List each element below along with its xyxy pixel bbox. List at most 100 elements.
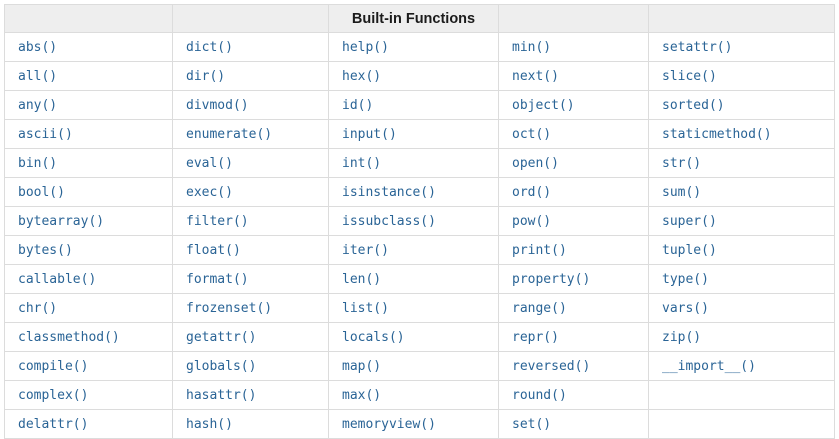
function-link[interactable]: globals() xyxy=(186,359,257,374)
table-cell: len() xyxy=(328,264,499,294)
function-link[interactable]: repr() xyxy=(512,330,559,345)
function-link[interactable]: abs() xyxy=(18,40,58,55)
function-link[interactable]: hash() xyxy=(186,417,233,432)
table-row: bytes() float() iter() print() tuple() xyxy=(4,235,835,265)
function-link[interactable]: hex() xyxy=(342,69,382,84)
table-cell: iter() xyxy=(328,235,499,265)
function-link[interactable]: format() xyxy=(186,272,249,287)
function-link[interactable]: len() xyxy=(342,272,382,287)
table-cell: input() xyxy=(328,119,499,149)
function-link[interactable]: chr() xyxy=(18,301,58,316)
function-link[interactable]: input() xyxy=(342,127,397,142)
table-cell: chr() xyxy=(4,293,173,323)
function-link[interactable]: super() xyxy=(662,214,717,229)
function-link[interactable]: isinstance() xyxy=(342,185,436,200)
function-link[interactable]: map() xyxy=(342,359,382,374)
function-link[interactable]: complex() xyxy=(18,388,89,403)
table-cell: bytearray() xyxy=(4,206,173,236)
table-row: any() divmod() id() object() sorted() xyxy=(4,90,835,120)
function-link[interactable]: eval() xyxy=(186,156,233,171)
function-link[interactable]: hasattr() xyxy=(186,388,257,403)
table-cell: enumerate() xyxy=(172,119,329,149)
header-cell-empty xyxy=(648,4,835,33)
function-link[interactable]: int() xyxy=(342,156,382,171)
function-link[interactable]: tuple() xyxy=(662,243,717,258)
function-link[interactable]: bin() xyxy=(18,156,58,171)
table-cell: abs() xyxy=(4,32,173,62)
function-link[interactable]: setattr() xyxy=(662,40,733,55)
function-link[interactable]: ascii() xyxy=(18,127,73,142)
table-row: all() dir() hex() next() slice() xyxy=(4,61,835,91)
function-link[interactable]: enumerate() xyxy=(186,127,273,142)
function-link[interactable]: next() xyxy=(512,69,559,84)
function-link[interactable]: open() xyxy=(512,156,559,171)
function-link[interactable]: __import__() xyxy=(662,359,756,374)
function-link[interactable]: memoryview() xyxy=(342,417,436,432)
table-cell: repr() xyxy=(498,322,649,352)
function-link[interactable]: filter() xyxy=(186,214,249,229)
table-cell: id() xyxy=(328,90,499,120)
function-link[interactable]: staticmethod() xyxy=(662,127,772,142)
function-link[interactable]: callable() xyxy=(18,272,97,287)
function-link[interactable]: set() xyxy=(512,417,552,432)
function-link[interactable]: getattr() xyxy=(186,330,257,345)
function-link[interactable]: issubclass() xyxy=(342,214,436,229)
function-link[interactable]: exec() xyxy=(186,185,233,200)
function-link[interactable]: delattr() xyxy=(18,417,89,432)
function-link[interactable]: bool() xyxy=(18,185,65,200)
function-link[interactable]: min() xyxy=(512,40,552,55)
table-body: abs() dict() help() min() setattr() all() dir(… xyxy=(4,32,835,439)
function-link[interactable]: locals() xyxy=(342,330,405,345)
function-link[interactable]: pow() xyxy=(512,214,552,229)
function-link[interactable]: dir() xyxy=(186,69,226,84)
function-link[interactable]: compile() xyxy=(18,359,89,374)
table-cell: print() xyxy=(498,235,649,265)
function-link[interactable]: reversed() xyxy=(512,359,591,374)
table-title: Built-in Functions xyxy=(328,4,499,33)
header-cell-empty xyxy=(4,4,173,33)
table-cell: int() xyxy=(328,148,499,178)
function-link[interactable]: slice() xyxy=(662,69,717,84)
table-cell: hash() xyxy=(172,409,329,439)
function-link[interactable]: frozenset() xyxy=(186,301,273,316)
function-link[interactable]: str() xyxy=(662,156,702,171)
function-link[interactable]: bytes() xyxy=(18,243,73,258)
table-cell: object() xyxy=(498,90,649,120)
function-link[interactable]: print() xyxy=(512,243,567,258)
function-link[interactable]: all() xyxy=(18,69,58,84)
table-cell: float() xyxy=(172,235,329,265)
function-link[interactable]: property() xyxy=(512,272,591,287)
function-link[interactable]: ord() xyxy=(512,185,552,200)
function-link[interactable]: sum() xyxy=(662,185,702,200)
function-link[interactable]: round() xyxy=(512,388,567,403)
function-link[interactable]: vars() xyxy=(662,301,709,316)
function-link[interactable]: any() xyxy=(18,98,58,113)
table-row: abs() dict() help() min() setattr() xyxy=(4,32,835,62)
table-cell: ascii() xyxy=(4,119,173,149)
table-cell: str() xyxy=(648,148,835,178)
function-link[interactable]: classmethod() xyxy=(18,330,120,345)
function-link[interactable]: list() xyxy=(342,301,389,316)
table-cell: setattr() xyxy=(648,32,835,62)
function-link[interactable]: bytearray() xyxy=(18,214,105,229)
table-cell: isinstance() xyxy=(328,177,499,207)
function-link[interactable]: divmod() xyxy=(186,98,249,113)
table-cell: open() xyxy=(498,148,649,178)
function-link[interactable]: range() xyxy=(512,301,567,316)
function-link[interactable]: dict() xyxy=(186,40,233,55)
function-link[interactable]: oct() xyxy=(512,127,552,142)
table-cell: set() xyxy=(498,409,649,439)
function-link[interactable]: float() xyxy=(186,243,241,258)
function-link[interactable]: type() xyxy=(662,272,709,287)
function-link[interactable]: help() xyxy=(342,40,389,55)
function-link[interactable]: sorted() xyxy=(662,98,725,113)
function-link[interactable]: iter() xyxy=(342,243,389,258)
function-link[interactable]: object() xyxy=(512,98,575,113)
table-cell: vars() xyxy=(648,293,835,323)
function-link[interactable]: max() xyxy=(342,388,382,403)
function-link[interactable]: zip() xyxy=(662,330,702,345)
table-cell: sorted() xyxy=(648,90,835,120)
table-cell: bool() xyxy=(4,177,173,207)
function-link[interactable]: id() xyxy=(342,98,374,113)
table-cell: issubclass() xyxy=(328,206,499,236)
